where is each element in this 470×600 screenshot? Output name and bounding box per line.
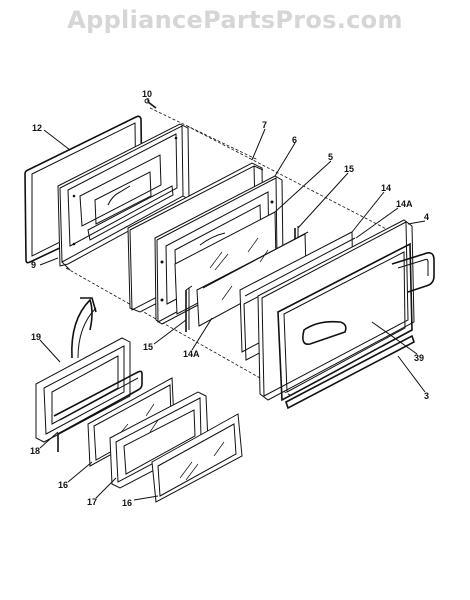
leader-lines (39, 98, 426, 501)
callout-14A-bottom: 14A (183, 349, 200, 359)
callout-12: 12 (32, 123, 42, 133)
part-19-drawer-frame (35, 337, 131, 443)
part-16-drawer-glass-lower (151, 413, 243, 503)
callout-3: 3 (424, 391, 429, 401)
part-4-outer-door-panel (257, 219, 415, 402)
callout-9: 9 (31, 260, 36, 270)
callout-5: 5 (328, 152, 333, 162)
callout-18: 18 (30, 446, 40, 456)
door-handle (391, 252, 435, 293)
callout-14: 14 (381, 183, 391, 193)
part-17-drawer-front (109, 391, 209, 489)
callout-16-lower: 16 (122, 498, 132, 508)
part-39-window-trim (302, 320, 347, 346)
callout-16-upper: 16 (58, 480, 68, 490)
callout-17: 17 (87, 497, 97, 507)
callout-7: 7 (262, 120, 267, 130)
callout-4: 4 (424, 212, 429, 222)
callout-6: 6 (292, 135, 297, 145)
assembly-guide-lines (65, 107, 401, 396)
watermark: AppliancePartsPros.com (67, 6, 403, 34)
part-9-inner-door-liner (57, 123, 191, 271)
part-10-screw (144, 98, 157, 109)
callout-labels: 10 12 7 6 5 15 14 14A 4 9 15 14A 39 3 19… (30, 89, 429, 508)
direction-arrow (71, 297, 97, 359)
callout-14A-top: 14A (396, 199, 413, 209)
callout-39: 39 (414, 353, 424, 363)
callout-10: 10 (142, 89, 152, 99)
callout-15-top: 15 (344, 164, 354, 174)
part-3-bottom-trim (285, 334, 415, 410)
part-18-drawer-seal (53, 370, 143, 452)
callout-15-bottom: 15 (143, 342, 153, 352)
callout-19: 19 (31, 332, 41, 342)
